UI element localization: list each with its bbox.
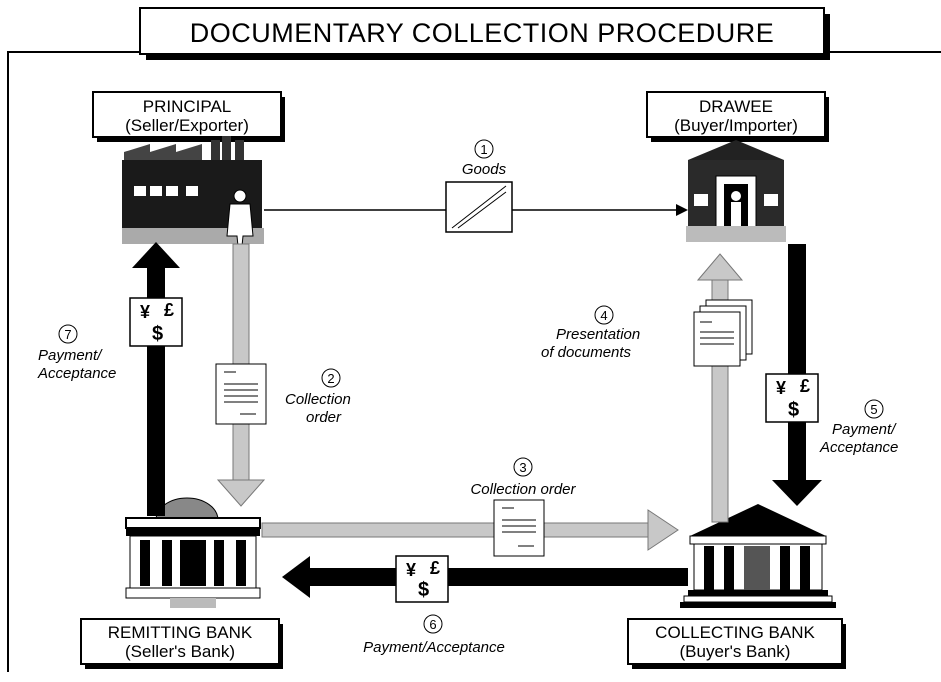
svg-text:1: 1 (480, 142, 487, 157)
drawee-role: (Buyer/Importer) (674, 116, 798, 135)
frame-border (7, 51, 941, 672)
collecting-bank-label-box: COLLECTING BANK (Buyer's Bank) (627, 618, 846, 669)
svg-text:¥: ¥ (140, 302, 150, 322)
principal-role: (Seller/Exporter) (125, 116, 249, 135)
step-label-7-line1: Payment/ (38, 347, 103, 364)
svg-text:5: 5 (870, 402, 877, 417)
drawee-house-icon (686, 140, 786, 242)
collecting-bank-name: COLLECTING BANK (655, 623, 815, 642)
title-box: DOCUMENTARY COLLECTION PROCEDURE (139, 7, 830, 60)
drawee-label-box: DRAWEE (Buyer/Importer) (646, 91, 829, 142)
drawee-name: DRAWEE (699, 97, 773, 116)
svg-text:£: £ (430, 558, 440, 578)
step-label-5-line2: Acceptance (819, 439, 898, 456)
svg-text:¥: ¥ (406, 560, 416, 580)
collection-order-transfer-arrow (261, 509, 679, 551)
svg-text:6: 6 (429, 617, 436, 632)
svg-text:4: 4 (600, 308, 607, 323)
step-label-7-line2: Acceptance (37, 365, 116, 382)
step-number-4: 4 (594, 305, 614, 325)
svg-text:£: £ (164, 300, 174, 320)
step-label-1: Goods (462, 161, 507, 178)
svg-text:3: 3 (519, 460, 526, 475)
money-icon: ¥ $ £ (129, 297, 183, 347)
svg-text:$: $ (418, 579, 429, 601)
document-icon (493, 499, 545, 557)
step-number-7: 7 (58, 324, 78, 344)
remitting-bank-icon (125, 497, 261, 608)
step-label-2-line2: order (306, 409, 342, 426)
diagram-title: DOCUMENTARY COLLECTION PROCEDURE (190, 18, 775, 48)
svg-text:£: £ (800, 376, 810, 396)
payment-flow-arrow-6 (282, 556, 688, 598)
money-icon: ¥ $ £ (765, 373, 819, 423)
svg-text:$: $ (788, 399, 799, 421)
step-number-6: 6 (423, 614, 443, 634)
svg-text:2: 2 (327, 371, 334, 386)
principal-label-box: PRINCIPAL (Seller/Exporter) (92, 91, 285, 142)
goods-crate-icon (445, 181, 513, 233)
collecting-bank-role: (Buyer's Bank) (680, 642, 791, 661)
svg-text:7: 7 (64, 327, 71, 342)
document-icon (215, 363, 267, 425)
factory-icon (122, 136, 264, 247)
remitting-bank-label-box: REMITTING BANK (Seller's Bank) (80, 618, 283, 669)
person-icon (226, 189, 254, 247)
principal-name: PRINCIPAL (143, 97, 232, 116)
remitting-bank-name: REMITTING BANK (108, 623, 253, 642)
presentation-flow-arrow (696, 253, 744, 523)
step-number-5: 5 (864, 399, 884, 419)
money-icon: ¥ $ £ (395, 555, 449, 603)
svg-text:$: $ (152, 323, 163, 345)
step-number-3: 3 (513, 457, 533, 477)
step-label-3: Collection order (470, 481, 576, 498)
svg-text:¥: ¥ (776, 378, 786, 398)
step-label-4-line2: of documents (541, 344, 632, 361)
step-label-2-line1: Collection (285, 391, 351, 408)
step-label-6: Payment/Acceptance (363, 639, 505, 656)
collecting-bank-icon (680, 504, 836, 608)
step-label-5-line1: Payment/ (832, 421, 897, 438)
payment-flow-arrow-7 (132, 242, 180, 516)
step-number-1: 1 (474, 139, 494, 159)
remitting-bank-role: (Seller's Bank) (125, 642, 235, 661)
step-label-4-line1: Presentation (556, 326, 640, 343)
document-stack-icon (693, 299, 753, 367)
step-number-2: 2 (321, 368, 341, 388)
